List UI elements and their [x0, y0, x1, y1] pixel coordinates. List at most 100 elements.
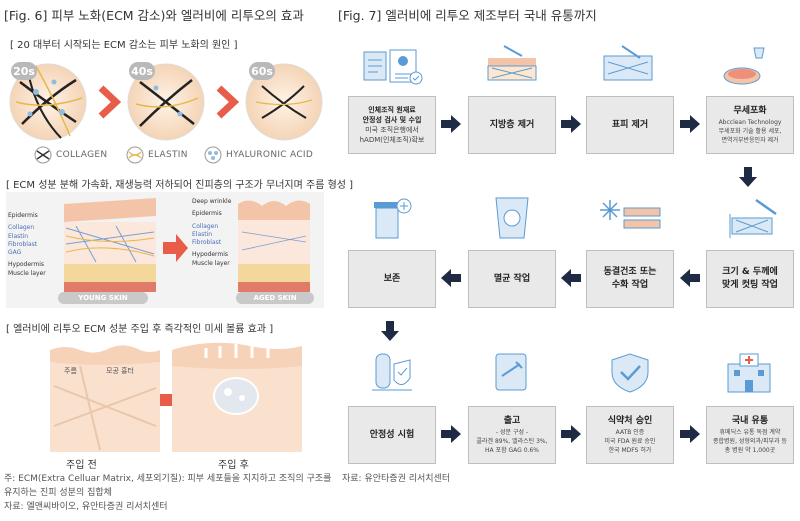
pore-scar-label: 모공 흉터 — [106, 367, 134, 375]
after-injection-caption: 주입 후 — [218, 460, 249, 471]
step-line: 휴메딕스 유통 독점 계약 — [719, 429, 781, 436]
epidermis-removal-icon — [603, 45, 653, 81]
step-line: 미국 FDA 원료 승인 — [604, 438, 656, 445]
step-line: AATB 인증 — [615, 429, 645, 436]
step-title: 크기 & 두께에 — [722, 267, 778, 277]
step-title: 식약처 승인 — [607, 416, 653, 426]
arrow-right-icon — [680, 425, 700, 443]
step-title: 보존 — [383, 273, 401, 284]
layer-label: Muscle layer — [192, 259, 230, 267]
step-raw-material: 인체조직 원재료 안정성 검사 및 수입 미국 조직은행에서 hADM(인체조직… — [348, 96, 436, 154]
syringe-icon — [495, 353, 527, 391]
note-line-1: 주: ECM(Extra Celluar Matrix, 세포외기질): 피부 … — [4, 474, 332, 484]
hyaluronic-acid-icon — [204, 146, 222, 164]
step-title: 동결건조 또는 — [603, 267, 657, 277]
step-title: 지방층 제거 — [489, 119, 535, 130]
step-title: 국내 유통 — [731, 416, 769, 426]
petri-dish-icon — [723, 47, 765, 85]
layer-label: Deep wrinkle — [192, 198, 232, 205]
step-line: 수화 작업 — [611, 280, 649, 290]
approval-shield-icon — [611, 353, 649, 393]
skin-cross-section: Epidermis Collagen Elastin Fibroblast GA… — [6, 192, 324, 308]
layer-label: Collagen — [8, 224, 35, 232]
step-decellularization: 무세포화 Abcclean Technology 무세포화 기술 활용 세포, … — [706, 96, 794, 154]
step-line: Abcclean Technology — [718, 119, 782, 126]
step-sterilization: 멸균 작업 — [468, 250, 556, 308]
arrow-right-icon — [441, 115, 461, 133]
arrow-left-icon — [441, 269, 461, 287]
step-domestic-distribution: 국내 유통 휴메딕스 유통 독점 계약 종합병원, 성형외과/피부과 등 총 병… — [706, 406, 794, 464]
layer-label: Collagen — [192, 222, 219, 230]
step-stability-test: 안정성 시험 — [348, 406, 436, 464]
cutting-icon — [729, 198, 777, 238]
before-injection-caption: 주입 전 — [66, 460, 97, 471]
step-release: 출고 - 성분 구성 - 콜라겐 89%, 엘라스틴 3%, HA 포함 GAG… — [468, 406, 556, 464]
layer-label: Epidermis — [192, 210, 222, 218]
step-title: 무세포화 — [733, 106, 767, 116]
legend-collagen: COLLAGEN — [56, 150, 108, 160]
arrow-right-icon — [561, 115, 581, 133]
hospital-icon — [727, 353, 771, 393]
step-line: 총 병원 약 1,000곳 — [724, 447, 776, 454]
step-line: 미국 조직은행에서 — [365, 126, 419, 134]
young-skin-layer-labels: Epidermis Collagen Elastin Fibroblast GA… — [8, 212, 46, 278]
layer-label: GAG — [8, 249, 22, 257]
step-line: 무세포화 기술 활용 세포, — [718, 128, 782, 135]
layer-label: Epidermis — [8, 212, 38, 219]
layer-label: Hypodermis — [8, 261, 45, 269]
arrow-left-icon — [561, 269, 581, 287]
stability-test-icon — [372, 353, 412, 391]
aged-skin-layer-labels: Deep wrinkle Epidermis Collagen Elastin … — [192, 198, 231, 268]
step-title: 표피 제거 — [611, 119, 649, 130]
arrow-left-icon — [680, 269, 700, 287]
layer-label: Muscle layer — [8, 269, 46, 277]
fat-layer-removal-icon — [487, 45, 537, 81]
step-line: hADM(인체조직)확보 — [359, 136, 425, 144]
fig7-source: 자료: 유안타증권 리서치센터 — [342, 474, 451, 484]
step-line: - 성분 구성 - — [495, 429, 529, 436]
layer-label: Hypodermis — [192, 251, 229, 259]
injection-before-after: 주름 모공 흉터 — [10, 336, 320, 452]
step-title: 안정성 시험 — [369, 429, 415, 440]
layer-label: Fibroblast — [8, 240, 38, 248]
fig7-title: [Fig. 7] 엘러비에 리투오 제조부터 국내 유통까지 — [338, 8, 597, 23]
step-line: 면역거부반응인자 제거 — [721, 137, 779, 144]
tissue-document-icon — [363, 49, 423, 85]
step-line: 맞게 컷팅 작업 — [722, 280, 778, 290]
arrow-right-icon — [441, 425, 461, 443]
arrow-down-icon — [381, 321, 399, 341]
legend-elastin: ELASTIN — [148, 150, 188, 160]
fig6-section1-caption: [ 20 대부터 시작되는 ECM 감소는 피부 노화의 원인 ] — [10, 40, 238, 51]
collagen-icon — [34, 146, 52, 164]
arrow-down-icon — [739, 167, 757, 187]
age-badge-40s: 40s — [129, 62, 155, 80]
fig6-source: 자료: 엘앤씨바이오, 유안타증권 리서치센터 — [4, 502, 168, 512]
layer-label: Elastin — [192, 230, 213, 238]
step-line: 콜라겐 89%, 엘라스틴 3%, — [476, 438, 548, 445]
step-line: 한국 MDFS 허가 — [608, 447, 652, 454]
step-title: 인체조직 원재료 — [368, 106, 416, 114]
step-freeze-dry: 동결건조 또는 수화 작업 — [586, 250, 674, 308]
sterilization-icon — [495, 197, 529, 239]
age-badge-60s: 60s — [249, 62, 275, 80]
wrinkle-label: 주름 — [64, 367, 77, 375]
step-storage: 보존 — [348, 250, 436, 308]
elastin-icon — [126, 146, 144, 164]
step-title: 멸균 작업 — [493, 273, 531, 284]
step-fat-removal: 지방층 제거 — [468, 96, 556, 154]
layer-label: Fibroblast — [192, 239, 222, 247]
young-skin-caption: YOUNG SKIN — [58, 292, 148, 304]
ecm-legend: COLLAGEN ELASTIN HYALURONIC ACID — [34, 146, 324, 164]
fig6-section2-caption: [ ECM 성분 분해 가속화, 재생능력 저하되어 진피층의 구조가 무너지며… — [6, 180, 354, 191]
storage-vial-icon — [374, 198, 412, 239]
step-cutting: 크기 & 두께에 맞게 컷팅 작업 — [706, 250, 794, 308]
freeze-dry-icon — [600, 200, 661, 229]
step-line: 안정성 검사 및 수입 — [362, 116, 422, 124]
fig6-section3-caption: [ 엘러비에 리투오 ECM 성분 주입 후 즉각적인 미세 볼륨 효과 ] — [6, 324, 274, 335]
step-line: HA 포함 GAG 0.6% — [485, 447, 539, 454]
fig6-title: [Fig. 6] 피부 노화(ECM 감소)와 엘러비에 리투오의 효과 — [4, 8, 304, 23]
step-title: 출고 — [503, 416, 521, 426]
step-mfds-approval: 식약처 승인 AATB 인증 미국 FDA 원료 승인 한국 MDFS 허가 — [586, 406, 674, 464]
age-badge-20s: 20s — [11, 62, 37, 80]
arrow-right-icon — [680, 115, 700, 133]
